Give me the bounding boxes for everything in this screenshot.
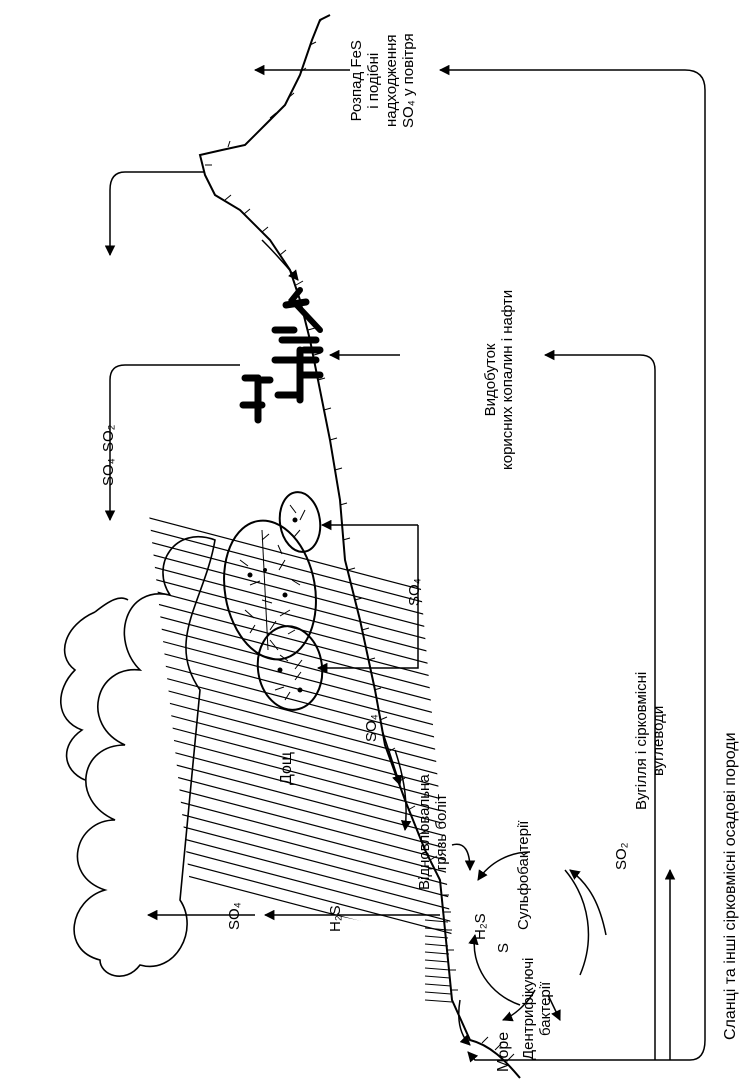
h2s-cycle-label: H₂S [472,913,489,940]
coal-label: Вугілля і сірковмісні вуглеводи [633,672,668,810]
flow-arrows [110,70,705,1060]
so4-cloud-label: SO₄ [100,458,117,486]
sea-label: Море [495,1032,513,1072]
denitrifying-bacteria-label: Дентрифікуючі бактерії [520,958,555,1060]
ground-ticks [205,19,514,1060]
sulfur-label: S [495,943,512,953]
rain-label: Дощ [278,752,296,785]
so4-rocks-label: SO₄ [406,578,423,606]
sulfobacteria-label: Сульфобактерії [515,821,532,930]
mining-rigs [243,290,320,420]
shale-label: Сланці та інші сірковмісні осадові пород… [722,732,739,1040]
h2s-up-label: H₂S [327,905,344,932]
so4-up-label: SO₄ [226,902,243,930]
so4-slope-label: SO₄ [363,714,380,742]
fes-decay-label: Розпад FeS і подібні надходження SO₄ у п… [348,33,417,128]
swamp-mud-label: Відновлювальна грязь боліт [416,774,451,890]
so2-air-label: SO₂ [100,425,117,453]
cloud [74,537,215,976]
mining-label: Видобуток корисних копалин і нафти [482,290,517,470]
so2-cycle-label: SO₂ [613,843,630,871]
rain-lines [100,505,480,977]
